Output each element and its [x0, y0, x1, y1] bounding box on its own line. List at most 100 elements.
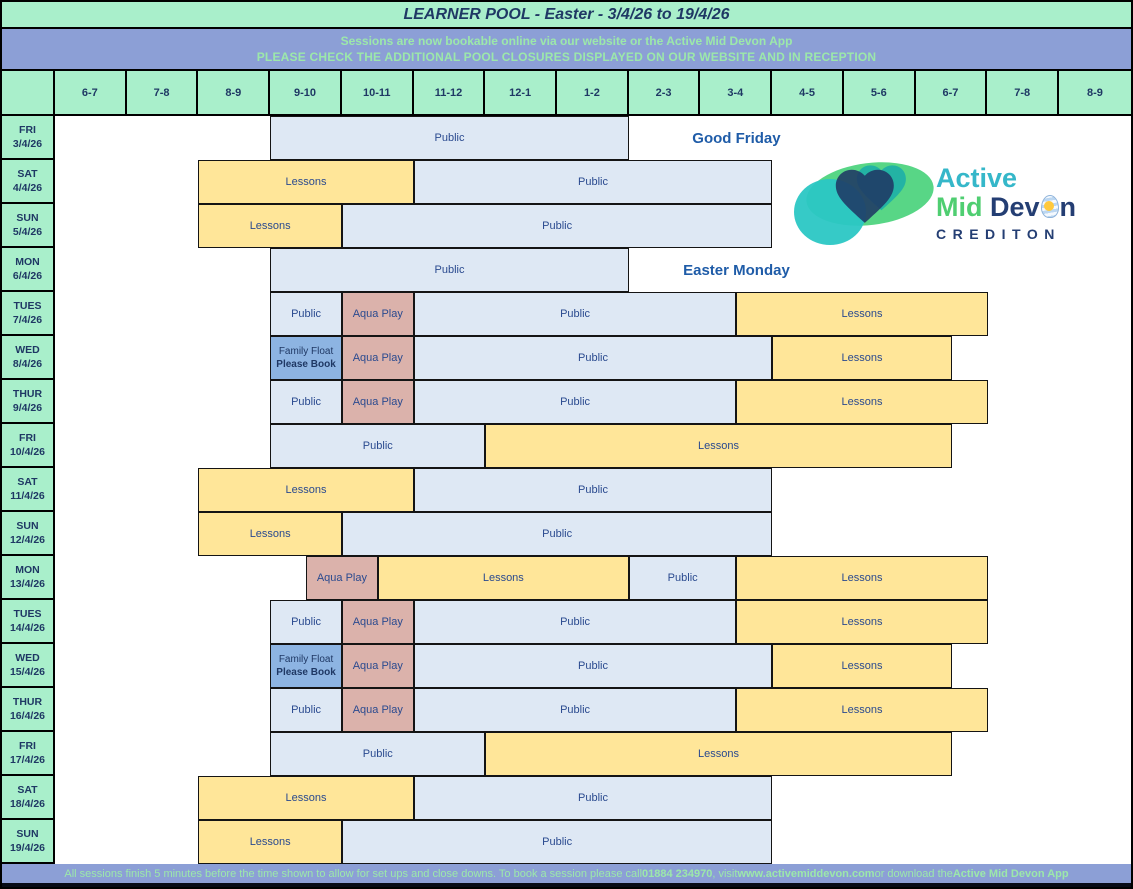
time-header-cell: 3-4 — [700, 71, 773, 114]
session-block-lessons: Lessons — [198, 204, 342, 248]
day-cell: SUN 12/4/26 — [2, 512, 55, 556]
time-header-cell: 6-7 — [916, 71, 988, 114]
session-block-lessons: Lessons — [377, 556, 629, 600]
day-date: 13/4/26 — [9, 578, 46, 590]
day-name: FRI — [19, 123, 36, 136]
day-name: MON — [15, 255, 40, 268]
session-block-lessons: Lessons — [736, 688, 988, 732]
session-block-lessons: Lessons — [198, 512, 342, 556]
logo-subtitle: CREDITON — [936, 226, 1061, 242]
session-block-public: Public — [270, 292, 342, 336]
session-label: Please Book — [276, 667, 336, 678]
footer-text-segment: or download the — [874, 867, 953, 880]
day-name: THUR — [12, 695, 43, 708]
footer-text-segment: Active Mid Devon App — [952, 867, 1069, 880]
time-header-cell: 10-11 — [342, 71, 414, 114]
session-block-public: Public — [413, 644, 773, 688]
session-block-public: Public — [413, 160, 773, 204]
time-header-cell: 4-5 — [772, 71, 844, 114]
day-name: SUN — [16, 519, 39, 532]
session-label: Family Float — [278, 654, 334, 665]
day-date: 15/4/26 — [9, 666, 46, 678]
session-block-lessons: Lessons — [736, 556, 988, 600]
session-block-public: Public — [270, 424, 486, 468]
day-date: 4/4/26 — [12, 182, 43, 194]
day-date: 14/4/26 — [9, 622, 46, 634]
session-block-lessons: Lessons — [198, 820, 342, 864]
day-date: 10/4/26 — [9, 446, 46, 458]
time-header-cell: 12-1 — [485, 71, 558, 114]
day-date: 19/4/26 — [9, 842, 46, 854]
logo-word-mid: Mid — [936, 192, 983, 222]
session-block-public: Public — [413, 292, 737, 336]
day-date: 16/4/26 — [9, 710, 46, 722]
day-name: FRI — [19, 739, 36, 752]
session-block-public: Public — [413, 688, 737, 732]
day-cell: FRI 10/4/26 — [2, 424, 55, 468]
day-name: FRI — [19, 431, 36, 444]
day-date: 17/4/26 — [9, 754, 46, 766]
time-header-cell: 11-12 — [414, 71, 486, 114]
bottom-strip — [2, 883, 1131, 887]
hearts-logo-mark — [794, 162, 934, 245]
day-date: 8/4/26 — [12, 358, 43, 370]
session-block-public: Public — [413, 468, 773, 512]
session-block-aqua: Aqua Play — [341, 292, 414, 336]
session-block-aqua: Aqua Play — [306, 556, 378, 600]
page-title: LEARNER POOL - Easter - 3/4/26 to 19/4/2… — [403, 5, 730, 23]
time-header-cell: 6-7 — [55, 71, 127, 114]
logo-word-active: Active — [936, 163, 1018, 193]
session-block-public: Public — [270, 688, 342, 732]
day-cell: FRI 17/4/26 — [2, 732, 55, 776]
session-label: Please Book — [276, 359, 336, 370]
session-block-public: Public — [270, 732, 486, 776]
time-header-cell: 7-8 — [987, 71, 1060, 114]
session-block-public: Public — [413, 776, 773, 820]
session-block-lessons: Lessons — [736, 600, 988, 644]
time-header-cell: 8-9 — [198, 71, 271, 114]
day-date: 12/4/26 — [9, 534, 46, 546]
session-block-lessons: Lessons — [485, 424, 952, 468]
session-block-lessons: Lessons — [485, 732, 952, 776]
session-block-lessons: Lessons — [772, 336, 952, 380]
time-header-cell: 5-6 — [844, 71, 916, 114]
day-name: SUN — [16, 827, 39, 840]
day-date: 6/4/26 — [12, 270, 43, 282]
time-header-cell: 2-3 — [629, 71, 701, 114]
session-block-public: Public — [413, 380, 737, 424]
banner-line-1: Sessions are now bookable online via our… — [340, 33, 793, 48]
banner-line-2: PLEASE CHECK THE ADDITIONAL POOL CLOSURE… — [256, 50, 877, 65]
holiday-note: Good Friday — [692, 129, 781, 147]
holiday-note: Easter Monday — [683, 261, 790, 279]
session-block-aqua: Aqua Play — [341, 688, 414, 732]
day-date: 9/4/26 — [12, 402, 43, 414]
footer-text-segment: 01884 234970 — [642, 867, 713, 880]
session-label: Family Float — [278, 346, 334, 357]
day-name: SAT — [17, 783, 38, 796]
session-block-public: Public — [341, 820, 773, 864]
time-header-cell: 9-10 — [270, 71, 342, 114]
session-block-public: Public — [413, 336, 773, 380]
footer-text-segment: All sessions finish 5 minutes before the… — [64, 867, 643, 880]
day-name: WED — [15, 343, 40, 356]
title-bar: LEARNER POOL - Easter - 3/4/26 to 19/4/2… — [2, 2, 1131, 29]
session-block-aqua: Aqua Play — [341, 644, 414, 688]
time-header-cell: 8-9 — [1086, 86, 1103, 99]
day-cell: MON 6/4/26 — [2, 248, 55, 292]
session-block-public: Public — [341, 204, 773, 248]
time-header-cell: 1-2 — [557, 71, 629, 114]
